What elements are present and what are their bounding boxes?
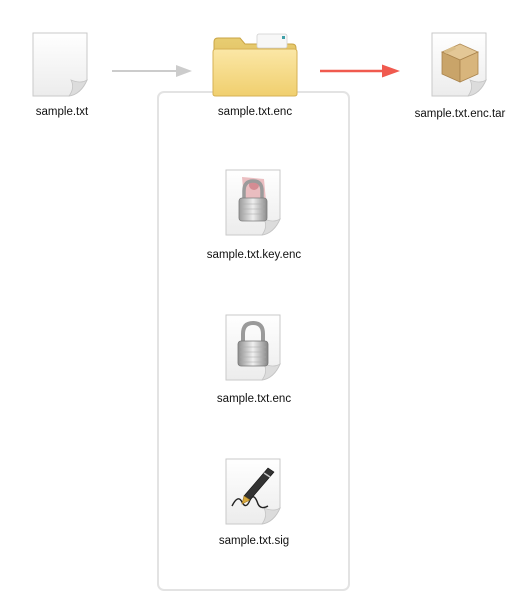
encrypt-arrow	[112, 65, 192, 77]
archive-file-node[interactable]: sample.txt.enc.tar	[405, 30, 515, 125]
signature-pen-document-icon	[225, 458, 281, 525]
archive-arrow	[320, 64, 400, 78]
text-document-icon	[32, 32, 88, 97]
package-box-icon	[431, 32, 487, 97]
bundle-item-key-enc-label: sample.txt.key.enc	[206, 249, 302, 261]
bundle-item-key-enc[interactable]: sample.txt.key.enc	[193, 167, 315, 265]
bundle-item-sig-label: sample.txt.sig	[218, 535, 290, 547]
bundle-item-enc[interactable]: sample.txt.enc	[193, 312, 315, 410]
archive-file-label: sample.txt.enc.tar	[414, 108, 506, 120]
bundle-item-sig[interactable]: sample.txt.sig	[193, 456, 315, 554]
encrypted-bundle-node[interactable]: sample.txt.enc	[200, 32, 310, 124]
padlock-document-icon	[225, 314, 281, 381]
folder-icon	[212, 33, 298, 97]
encrypted-bundle-label: sample.txt.enc	[217, 106, 293, 118]
source-file-label: sample.txt	[35, 106, 89, 118]
encrypted-key-lock-icon	[225, 169, 281, 236]
bundle-item-enc-label: sample.txt.enc	[216, 393, 292, 405]
source-file-node[interactable]: sample.txt	[22, 30, 102, 125]
